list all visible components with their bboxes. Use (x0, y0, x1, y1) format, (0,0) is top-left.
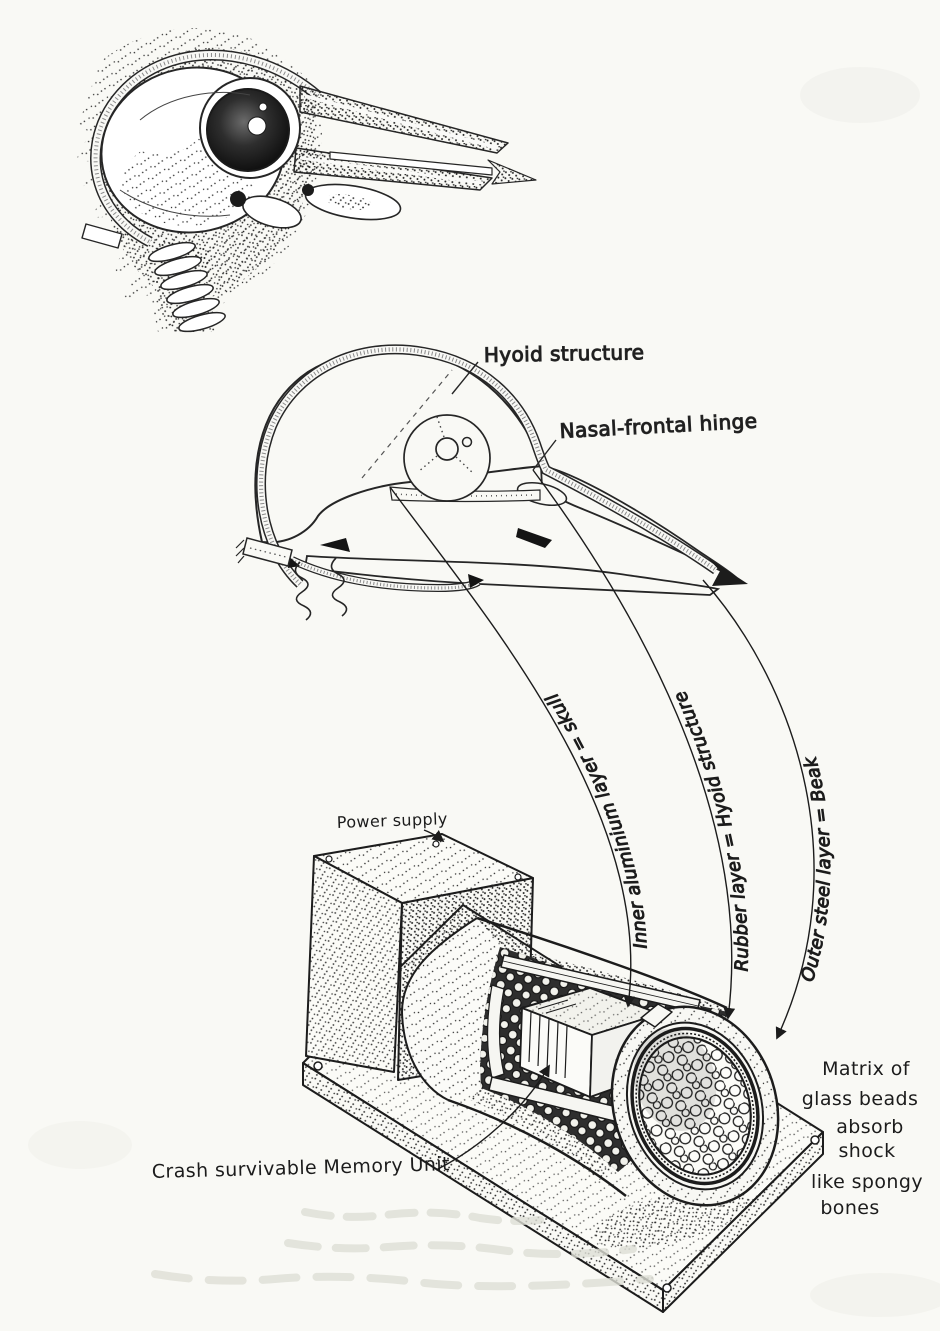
lower-beak-streak (299, 156, 484, 185)
neck-spring-2 (330, 557, 348, 617)
rubber-layer-text: Rubber layer = Hyoid structure (669, 687, 753, 972)
eye-socket-dot (461, 436, 473, 448)
erased-pencil-marks (151, 1208, 654, 1291)
glass-beads-pattern (638, 1036, 752, 1176)
mu-top-ribs (529, 995, 577, 1014)
jaw-dark-wedge (516, 528, 552, 548)
cylinder-body-stipple (402, 918, 501, 1100)
matrix-note-line-6: bones (820, 1197, 879, 1219)
memory-unit-label: Crash survivable Memory Unit (152, 1153, 451, 1183)
woodpecker-head-illustration (76, 28, 537, 333)
stub-ticks (235, 539, 245, 564)
neck-spring-1 (294, 561, 312, 621)
palate-opening-inner (325, 194, 373, 210)
socket-dotted-rays (417, 413, 475, 475)
base-screw-right (810, 1135, 820, 1145)
psu-screw-1 (325, 855, 333, 863)
rail-cut-edge (486, 984, 505, 1079)
hinge-label-leader (532, 439, 557, 471)
skull-diagram: Hyoid structure Nasal-frontal hinge (235, 340, 758, 621)
hyoid-tip-arrow (708, 558, 748, 586)
neck-vertebrae (148, 241, 226, 333)
hyoid-band-underjaw (286, 554, 484, 593)
paper-smudges (28, 67, 940, 1317)
cylinder-bottom-strip (470, 1088, 622, 1180)
bone-stub (81, 223, 123, 249)
psu-screw-2 (432, 840, 440, 848)
arrow-hyoid-to-rubber (532, 469, 736, 1020)
memory-unit-leader (435, 1064, 550, 1171)
power-supply-leader (423, 829, 445, 843)
eye-socket-inner (435, 437, 459, 461)
beads-shading (633, 1029, 717, 1131)
black-box-device: Power supply Crash survivable Memory Uni… (152, 809, 923, 1313)
tongue-arrow-tip (487, 159, 537, 185)
rail-upper-line (502, 960, 699, 1007)
matrix-note: Matrix of glass beads absorb shock like … (802, 1058, 923, 1219)
base-screw-left (313, 1061, 323, 1071)
rubber-layer-label: Rubber layer = Hyoid structure (670, 688, 753, 972)
cylinder-bottom-contour (447, 1098, 627, 1197)
neck-bone-stub (242, 537, 293, 567)
eye-pupil-highlight (247, 116, 267, 136)
cranium-outline (254, 348, 544, 544)
braincase-highlight (118, 98, 202, 154)
arrow-beak-to-steel (702, 579, 815, 1040)
cranium-dashed-line (361, 369, 453, 479)
mu-ribs (528, 1011, 568, 1079)
stub-dotted (249, 547, 287, 558)
nasal-frontal-hinge-label: Nasal-frontal hinge (559, 409, 758, 443)
articular-knob (302, 184, 314, 196)
quadrate-knob (230, 191, 246, 207)
upper-beak-streak (304, 94, 499, 150)
hyoid-band-diagram (256, 344, 748, 588)
hyoid-band-top (90, 49, 322, 247)
hyoid-structure-label: Hyoid structure (484, 340, 645, 367)
matrix-note-line-4: shock (838, 1140, 895, 1162)
quadrate-wedge (320, 538, 350, 552)
outer-steel-layer-label: Outer steel layer = Beak (797, 753, 835, 984)
cylinder-silhouette (401, 917, 478, 1101)
base-screw-front (662, 1283, 672, 1293)
arrow-skull-to-aluminium (389, 486, 636, 1008)
tongue-shaft (329, 151, 493, 176)
rubber-ring-dark (630, 1026, 760, 1186)
matrix-note-line-1: Matrix of (822, 1058, 911, 1080)
power-supply-label: Power supply (336, 809, 448, 832)
outer-steel-layer-text: Outer steel layer = Beak (797, 753, 836, 985)
psu-front-stipple (306, 856, 402, 1072)
eye-dot-highlight (258, 102, 268, 112)
hyoid-label-leader (451, 361, 479, 395)
cheek-lines (119, 91, 251, 217)
shell-cut-notch (640, 1003, 673, 1028)
cylinder-top-contour (476, 916, 728, 1010)
rubber-ring-dotted (635, 1032, 755, 1180)
lower-jaw-outline (303, 555, 721, 596)
matrix-note-line-3: absorb (836, 1116, 904, 1138)
base-plate-side-right (662, 1131, 824, 1313)
matrix-note-line-2: glass beads (802, 1088, 919, 1110)
psu-top-stipple (314, 834, 533, 903)
memory-cylinder (401, 916, 780, 1249)
matrix-note-line-5: like spongy (811, 1171, 923, 1193)
jugal-dotted (395, 493, 535, 497)
psu-screw-3 (514, 873, 522, 881)
eye-iris (206, 88, 290, 172)
mu-top-stipple (522, 988, 660, 1035)
